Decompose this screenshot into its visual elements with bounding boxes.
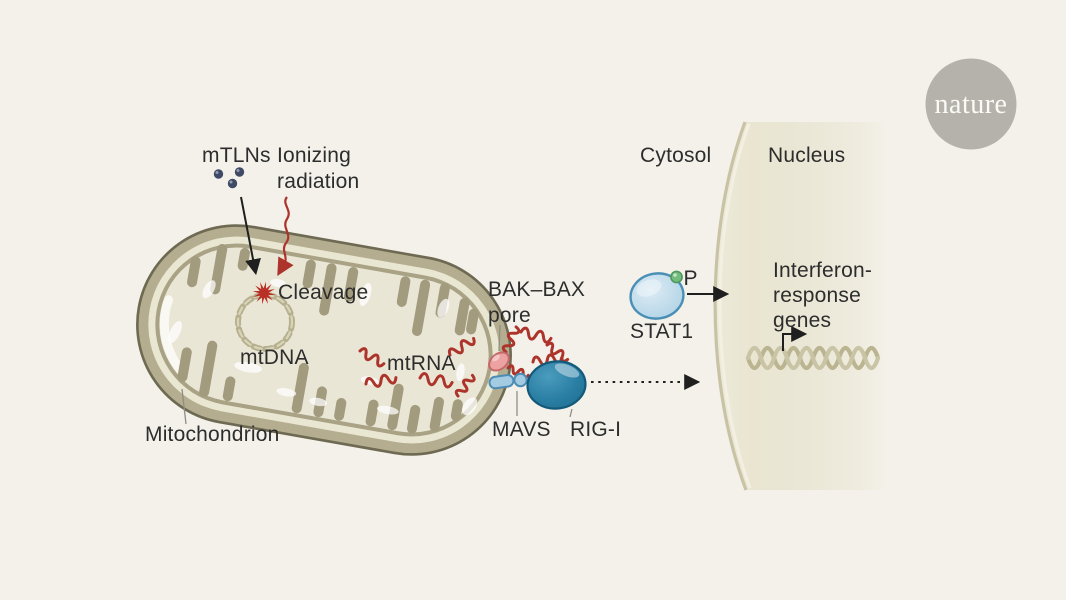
mtln-dot [213, 169, 224, 179]
matrix-highlights [168, 279, 478, 416]
nuclear-envelope-edge [713, 121, 748, 491]
interferon-label-line2: response [773, 284, 861, 307]
mtln-dot [234, 167, 245, 177]
phosphate-label: P [684, 267, 698, 290]
membrane-highlight [159, 295, 187, 376]
ionizing-radiation-label-line2: radiation [277, 170, 359, 193]
nucleus-body [715, 122, 884, 490]
dna-helix [745, 345, 881, 371]
mitochondrion-shape [136, 224, 512, 456]
nature-logo: nature [925, 58, 1017, 150]
mtln-arrow [240, 196, 261, 276]
pore-leader-line [498, 324, 501, 352]
ionizing-radiation-arrow [277, 196, 294, 277]
mavs-label: MAVS [492, 418, 551, 441]
ionizing-radiation-label-line1: Ionizing [277, 144, 351, 167]
cleavage-label: Cleavage [278, 281, 368, 304]
nucleus-edge-highlight [718, 123, 752, 489]
transcription-start-arrow [782, 326, 808, 351]
mavs-protein [488, 372, 528, 390]
nature-logo-text: nature [935, 89, 1008, 120]
rigi-leader-line [569, 408, 573, 418]
rigi-protein [526, 360, 587, 410]
logo-circle [925, 58, 1017, 150]
mtln-dot [227, 178, 238, 189]
bak-bax-pore-shape [488, 351, 510, 372]
nucleus-region: Interferon- response genes [713, 121, 884, 491]
mitochondrion-label: Mitochondrion [145, 423, 280, 446]
cleavage-star-icon [252, 281, 276, 305]
stat1-label: STAT1 [630, 320, 693, 343]
mtdna-label: mtDNA [240, 346, 309, 369]
mtln-dots [213, 167, 245, 189]
nucleus-label: Nucleus [768, 144, 845, 167]
phosphate-dot [670, 270, 683, 284]
interferon-label-line3: genes [773, 309, 831, 332]
mtrna-label: mtRNA [387, 352, 456, 375]
stat1-protein [629, 270, 685, 320]
cytosol-label: Cytosol [640, 144, 711, 167]
rigi-label: RIG-I [570, 418, 621, 441]
bak-bax-pore-label-line1: BAK–BAX [488, 278, 585, 301]
interferon-label-line1: Interferon- [773, 259, 872, 282]
mtlns-label: mTLNs [202, 144, 271, 167]
mitochondrion-leader-line [181, 388, 187, 425]
bak-bax-pore-label-line2: pore [488, 304, 531, 327]
cristae [177, 243, 479, 434]
